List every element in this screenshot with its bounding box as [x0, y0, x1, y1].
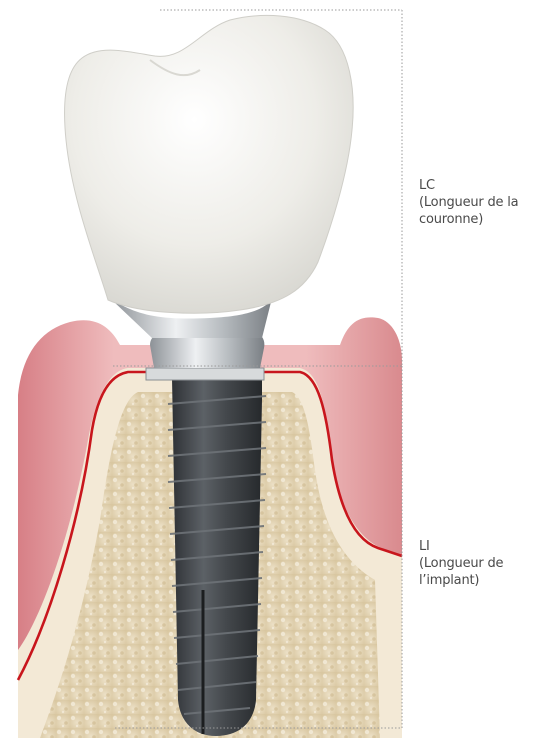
crown-length-label: LC (Longueur de la couronne) — [419, 177, 518, 228]
dental-crown — [65, 15, 354, 313]
implant-length-label: LI (Longueur de l’implant) — [419, 538, 503, 589]
implant-length-abbr: LI — [419, 538, 503, 555]
crown-length-abbr: LC — [419, 177, 518, 194]
implant-length-desc-line2: l’implant) — [419, 572, 503, 589]
implant-length-desc-line1: (Longueur de — [419, 555, 503, 572]
implant-collar — [146, 368, 264, 380]
crown-length-desc-line2: couronne) — [419, 211, 518, 228]
crown-length-desc-line1: (Longueur de la — [419, 194, 518, 211]
